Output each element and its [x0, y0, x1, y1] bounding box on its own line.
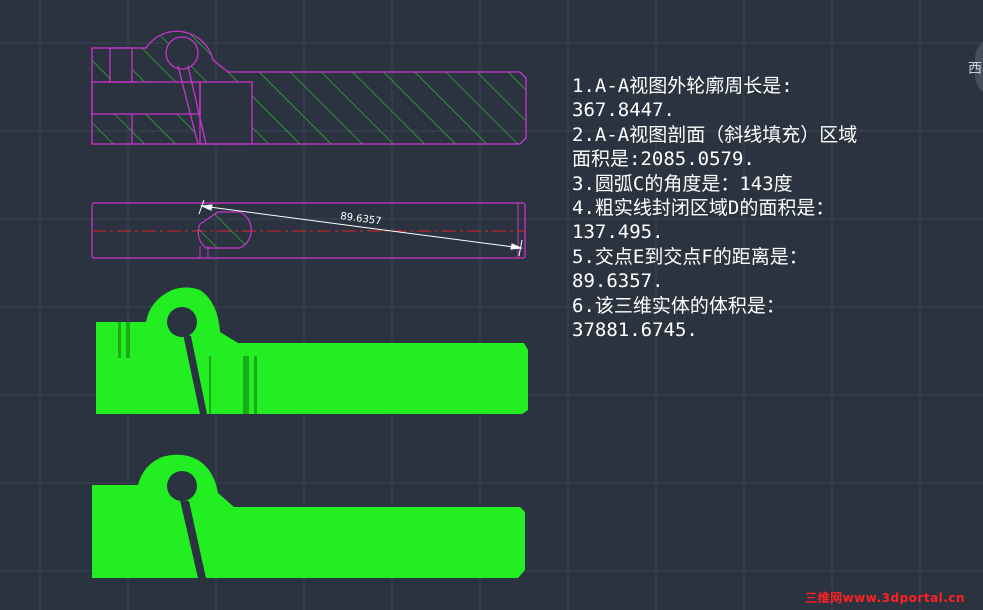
- answer-line-8: 5.交点E到交点F的距离是：: [572, 245, 808, 268]
- view-cube-label[interactable]: 西: [968, 61, 982, 77]
- answer-line-9: 89.6357.: [572, 270, 664, 293]
- solid-hole-1: [167, 307, 197, 337]
- view-cube[interactable]: [975, 38, 983, 96]
- top-view: 89.6357: [91, 199, 526, 259]
- answer-line-3: 2.A-A视图剖面（斜线填充）区域: [572, 123, 858, 146]
- top-view-slot: [197, 211, 252, 249]
- answer-line-4: 面积是:2085.0579.: [572, 148, 755, 171]
- section-hole: [166, 37, 198, 69]
- solid-view-2: [92, 454, 525, 578]
- solid-slit-2: [180, 500, 206, 578]
- answer-line-2: 367.8447.: [572, 99, 675, 122]
- section-slot-mid: [200, 82, 252, 144]
- dimension-label: 89.6357: [340, 211, 382, 227]
- answer-line-6: 4.粗实线封闭区域D的面积是：: [572, 197, 835, 220]
- solid-body-2: [92, 454, 525, 578]
- answer-line-5: 3.圆弧C的角度是：143度: [572, 172, 793, 195]
- dimension-89-6357: [198, 199, 523, 257]
- solid-slit-1: [183, 334, 207, 414]
- answer-text-block: 1.A-A视图外轮廓周长是: 367.8447. 2.A-A视图剖面（斜线填充）…: [572, 74, 972, 342]
- answer-line-11: 37881.6745.: [572, 319, 698, 342]
- section-slot-left: [110, 48, 132, 82]
- answer-line-1: 1.A-A视图外轮廓周长是:: [572, 75, 793, 97]
- solid-view-1: [96, 287, 528, 414]
- answer-line-10: 6.该三维实体的体积是：: [572, 294, 785, 317]
- section-slot-bottom: [92, 82, 200, 114]
- answer-line-7: 137.495.: [572, 221, 664, 244]
- solid-body-1: [96, 287, 528, 414]
- section-view-a-a: [91, 30, 527, 145]
- watermark: 三维网www.3dportal.cn: [805, 591, 965, 605]
- solid-hole-2: [167, 471, 197, 501]
- section-slit: [178, 66, 206, 144]
